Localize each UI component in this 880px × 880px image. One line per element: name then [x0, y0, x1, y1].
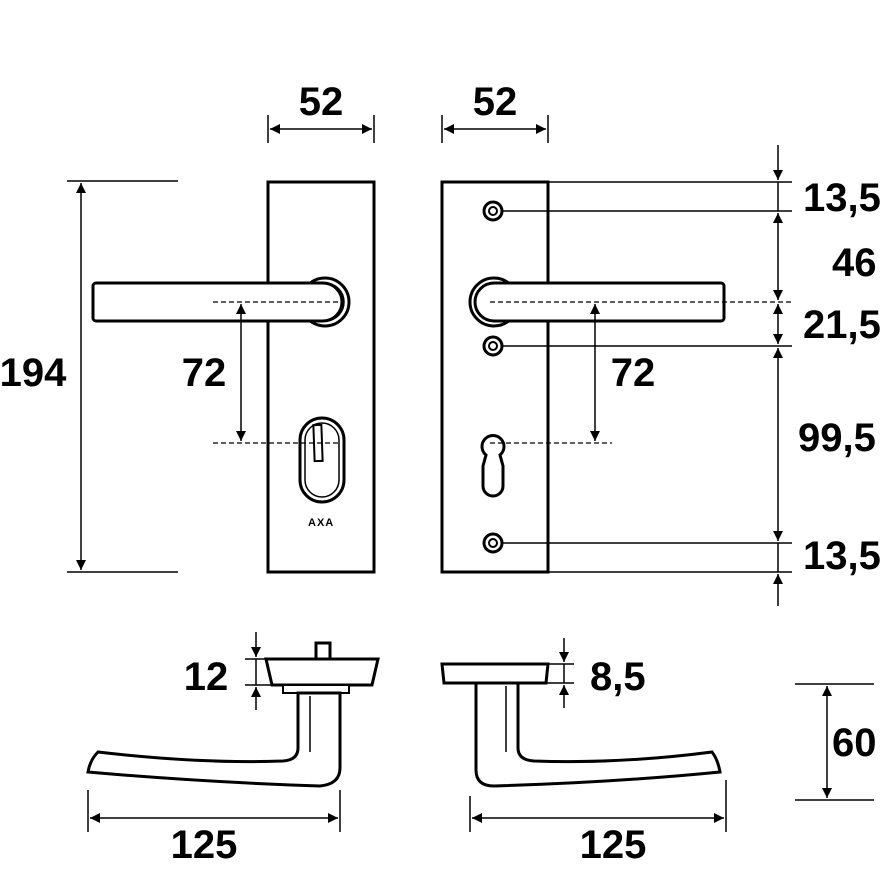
right-backplate	[440, 180, 550, 574]
dim-left-length-label: 125	[171, 823, 238, 867]
dim-left-72: 72	[182, 304, 246, 441]
dim-left-length: 125	[87, 790, 341, 867]
dim-screw-to-screw-label: 99,5	[798, 416, 876, 460]
dim-handle-to-screw-label: 21,5	[803, 303, 880, 347]
brand-label: AXA	[308, 517, 334, 529]
right-keyhole	[480, 434, 506, 498]
right-plate-profile	[440, 662, 550, 685]
left-front-view: AXA	[91, 180, 376, 574]
dim-screw-to-handle-label: 46	[832, 241, 877, 285]
screw-top	[482, 200, 504, 222]
dim-left-rose: 12	[184, 632, 276, 710]
dim-right-width: 52	[441, 80, 549, 143]
dim-total-height-label: 194	[0, 351, 67, 395]
dim-projection-label: 60	[832, 721, 877, 765]
dim-chain-right: 13,5 46 21,5 99,5 13,5	[502, 145, 880, 606]
left-backplate	[266, 180, 376, 574]
dim-right-72: 72	[590, 304, 656, 441]
dim-total-height: 194	[0, 180, 178, 573]
dim-left-width-label: 52	[299, 80, 344, 124]
dim-right-length-label: 125	[580, 823, 647, 867]
dim-right-rose: 8,5	[546, 638, 646, 708]
dim-left-72-label: 72	[182, 351, 227, 395]
right-handle-lever	[473, 281, 726, 323]
left-lever-profile	[86, 691, 342, 788]
dim-projection: 60	[795, 683, 877, 801]
right-front-view	[440, 180, 792, 574]
dim-right-width-label: 52	[473, 80, 518, 124]
right-side-view	[440, 662, 722, 788]
right-lever-profile	[474, 681, 722, 788]
dim-top-to-screw-label: 13,5	[803, 176, 880, 220]
dim-left-width: 52	[267, 80, 375, 143]
dim-right-72-label: 72	[611, 351, 656, 395]
dim-bottom-screw-label: 13,5	[803, 534, 880, 578]
left-plate-profile	[264, 657, 380, 687]
left-side-view	[86, 641, 380, 788]
screw-middle	[482, 335, 504, 357]
dim-right-length: 125	[469, 780, 727, 867]
dim-right-rose-label: 8,5	[590, 655, 646, 699]
screw-bottom	[482, 532, 504, 554]
dim-left-rose-label: 12	[184, 655, 229, 699]
